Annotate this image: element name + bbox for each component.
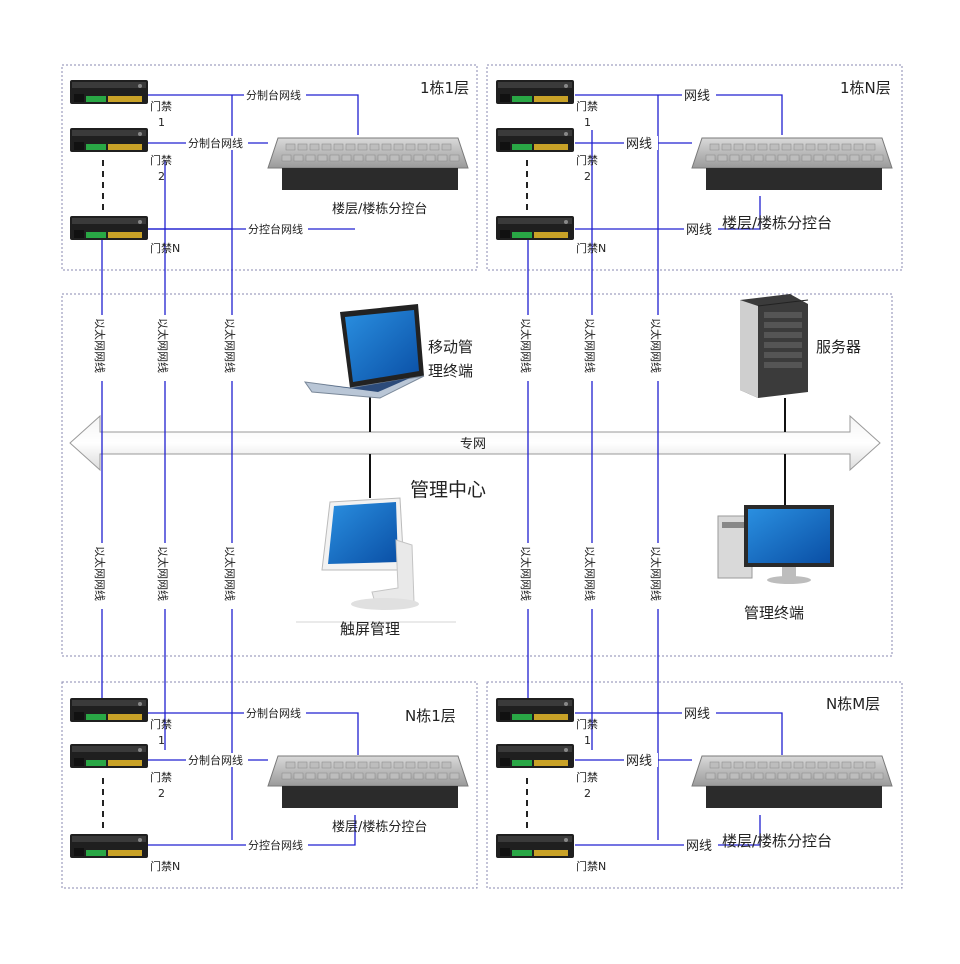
door-device-bnf1-1 bbox=[70, 698, 148, 722]
line-label-bnf1-2: 分制台网线 bbox=[188, 753, 243, 767]
line-label-b1fn-2: 网线 bbox=[626, 137, 652, 152]
line-label-bnfm-2: 网线 bbox=[626, 754, 652, 769]
door2-num-b1f1: 2 bbox=[158, 170, 165, 183]
door-device-b1fn-2 bbox=[496, 128, 574, 152]
doorn-label-b1f1: 门禁N bbox=[150, 241, 180, 255]
ethernet-label-r1-top: 以太网网线 bbox=[519, 318, 533, 373]
zone-title-bnfm: N栋M层 bbox=[826, 695, 880, 713]
ethernet-label-l1-top: 以太网网线 bbox=[93, 318, 107, 373]
ethernet-label-r3-top: 以太网网线 bbox=[649, 318, 663, 373]
server-label: 服务器 bbox=[816, 338, 861, 356]
ethernet-label-r1-bottom: 以太网网线 bbox=[519, 546, 533, 601]
private-net-label: 专网 bbox=[460, 437, 486, 452]
touchscreen-icon bbox=[321, 497, 419, 610]
line-label-bnf1-1: 分制台网线 bbox=[246, 706, 301, 720]
door-device-b1fn-n bbox=[496, 216, 574, 240]
line-label-bnfm-1: 网线 bbox=[684, 707, 710, 722]
console-label-b1fn: 楼层/楼栋分控台 bbox=[722, 214, 832, 232]
ethernet-label-l3-bottom: 以太网网线 bbox=[223, 546, 237, 601]
door-device-bnf1-n bbox=[70, 834, 148, 858]
door1-label-b1fn: 门禁 bbox=[576, 99, 598, 113]
zone-box-b1f1 bbox=[61, 64, 478, 271]
console-device-bnf1 bbox=[267, 755, 469, 809]
door1-label-b1f1: 门禁 bbox=[150, 99, 172, 113]
ethernet-label-l1-bottom: 以太网网线 bbox=[93, 546, 107, 601]
zone-title-b1fn: 1栋N层 bbox=[840, 79, 891, 97]
doorn-label-bnfm: 门禁N bbox=[576, 859, 606, 873]
door1-num-bnf1: 1 bbox=[158, 734, 165, 747]
ethernet-label-r3-bottom: 以太网网线 bbox=[649, 546, 663, 601]
doorn-label-bnf1: 门禁N bbox=[150, 859, 180, 873]
desktop-icon bbox=[717, 505, 834, 584]
console-device-b1fn bbox=[691, 137, 893, 191]
door1-num-b1fn: 1 bbox=[584, 116, 591, 129]
line-labels-bnfm: 网线 网线 网线 bbox=[624, 706, 718, 854]
door-device-bnfm-2 bbox=[496, 744, 574, 768]
door2-label-bnf1: 门禁 bbox=[150, 770, 172, 784]
console-device-bnfm bbox=[691, 755, 893, 809]
mgmt-terminal-label: 管理终端 bbox=[744, 604, 804, 622]
console-device-b1f1 bbox=[267, 137, 469, 191]
ethernet-label-l2-top: 以太网网线 bbox=[156, 318, 170, 373]
ethernet-label-r2-top: 以太网网线 bbox=[583, 318, 597, 373]
line-labels-b1fn: 网线 网线 网线 bbox=[624, 88, 718, 238]
door-separators bbox=[102, 160, 528, 832]
zone-box-b1fn bbox=[486, 64, 903, 271]
zone-title-b1f1: 1栋1层 bbox=[420, 79, 469, 97]
door2-label-b1f1: 门禁 bbox=[150, 153, 172, 167]
touch-mgmt-label: 触屏管理 bbox=[340, 620, 400, 638]
line-labels-bnf1: 分制台网线 分制台网线 分控台网线 bbox=[186, 706, 308, 852]
door2-label-b1fn: 门禁 bbox=[576, 153, 598, 167]
console-label-bnf1: 楼层/楼栋分控台 bbox=[332, 819, 427, 835]
mobile-terminal-label-1: 移动管 bbox=[428, 338, 473, 356]
center-connectors bbox=[369, 392, 786, 505]
ethernet-label-l3-top: 以太网网线 bbox=[223, 318, 237, 373]
console-label-b1f1: 楼层/楼栋分控台 bbox=[332, 201, 427, 217]
door2-num-b1fn: 2 bbox=[584, 170, 591, 183]
zone-box-bnfm bbox=[486, 681, 903, 889]
line-label-b1f1-2: 分制台网线 bbox=[188, 136, 243, 150]
door2-num-bnfm: 2 bbox=[584, 787, 591, 800]
line-label-bnfm-n: 网线 bbox=[686, 839, 712, 854]
zone-title-center: 管理中心 bbox=[410, 479, 486, 501]
zone-box-bnf1 bbox=[61, 681, 478, 889]
door1-num-bnfm: 1 bbox=[584, 734, 591, 747]
door-device-b1f1-n bbox=[70, 216, 148, 240]
door1-num-b1f1: 1 bbox=[158, 116, 165, 129]
door-device-bnfm-1 bbox=[496, 698, 574, 722]
door1-label-bnfm: 门禁 bbox=[576, 717, 598, 731]
line-labels-b1f1: 分制台网线 分制台网线 分控台网线 bbox=[186, 88, 308, 236]
door-device-bnfm-n bbox=[496, 834, 574, 858]
line-label-b1f1-1: 分制台网线 bbox=[246, 88, 301, 102]
ethernet-label-r2-bottom: 以太网网线 bbox=[583, 546, 597, 601]
zone-title-bnf1: N栋1层 bbox=[405, 707, 456, 725]
line-label-b1fn-1: 网线 bbox=[684, 89, 710, 104]
door-device-b1f1-1 bbox=[70, 80, 148, 104]
private-network-arrow bbox=[69, 414, 881, 472]
doorn-label-b1fn: 门禁N bbox=[576, 241, 606, 255]
server-icon bbox=[740, 294, 809, 398]
door2-num-bnf1: 2 bbox=[158, 787, 165, 800]
ethernet-label-l2-bottom: 以太网网线 bbox=[156, 546, 170, 601]
line-label-bnf1-n: 分控台网线 bbox=[248, 838, 303, 852]
console-label-bnfm: 楼层/楼栋分控台 bbox=[722, 832, 832, 850]
line-label-b1fn-n: 网线 bbox=[686, 223, 712, 238]
line-label-b1f1-n: 分控台网线 bbox=[248, 222, 303, 236]
door-device-b1f1-2 bbox=[70, 128, 148, 152]
door1-label-bnf1: 门禁 bbox=[150, 717, 172, 731]
mobile-terminal-label-2: 理终端 bbox=[428, 362, 473, 380]
ethernet-trunks bbox=[101, 94, 783, 846]
door-device-bnf1-2 bbox=[70, 744, 148, 768]
door2-label-bnfm: 门禁 bbox=[576, 770, 598, 784]
laptop-icon bbox=[303, 304, 425, 399]
ethernet-labels: 以太网网线 以太网网线 以太网网线 以太网网线 以太网网线 以太网网线 以太网网… bbox=[90, 315, 668, 609]
door-device-b1fn-1 bbox=[496, 80, 574, 104]
